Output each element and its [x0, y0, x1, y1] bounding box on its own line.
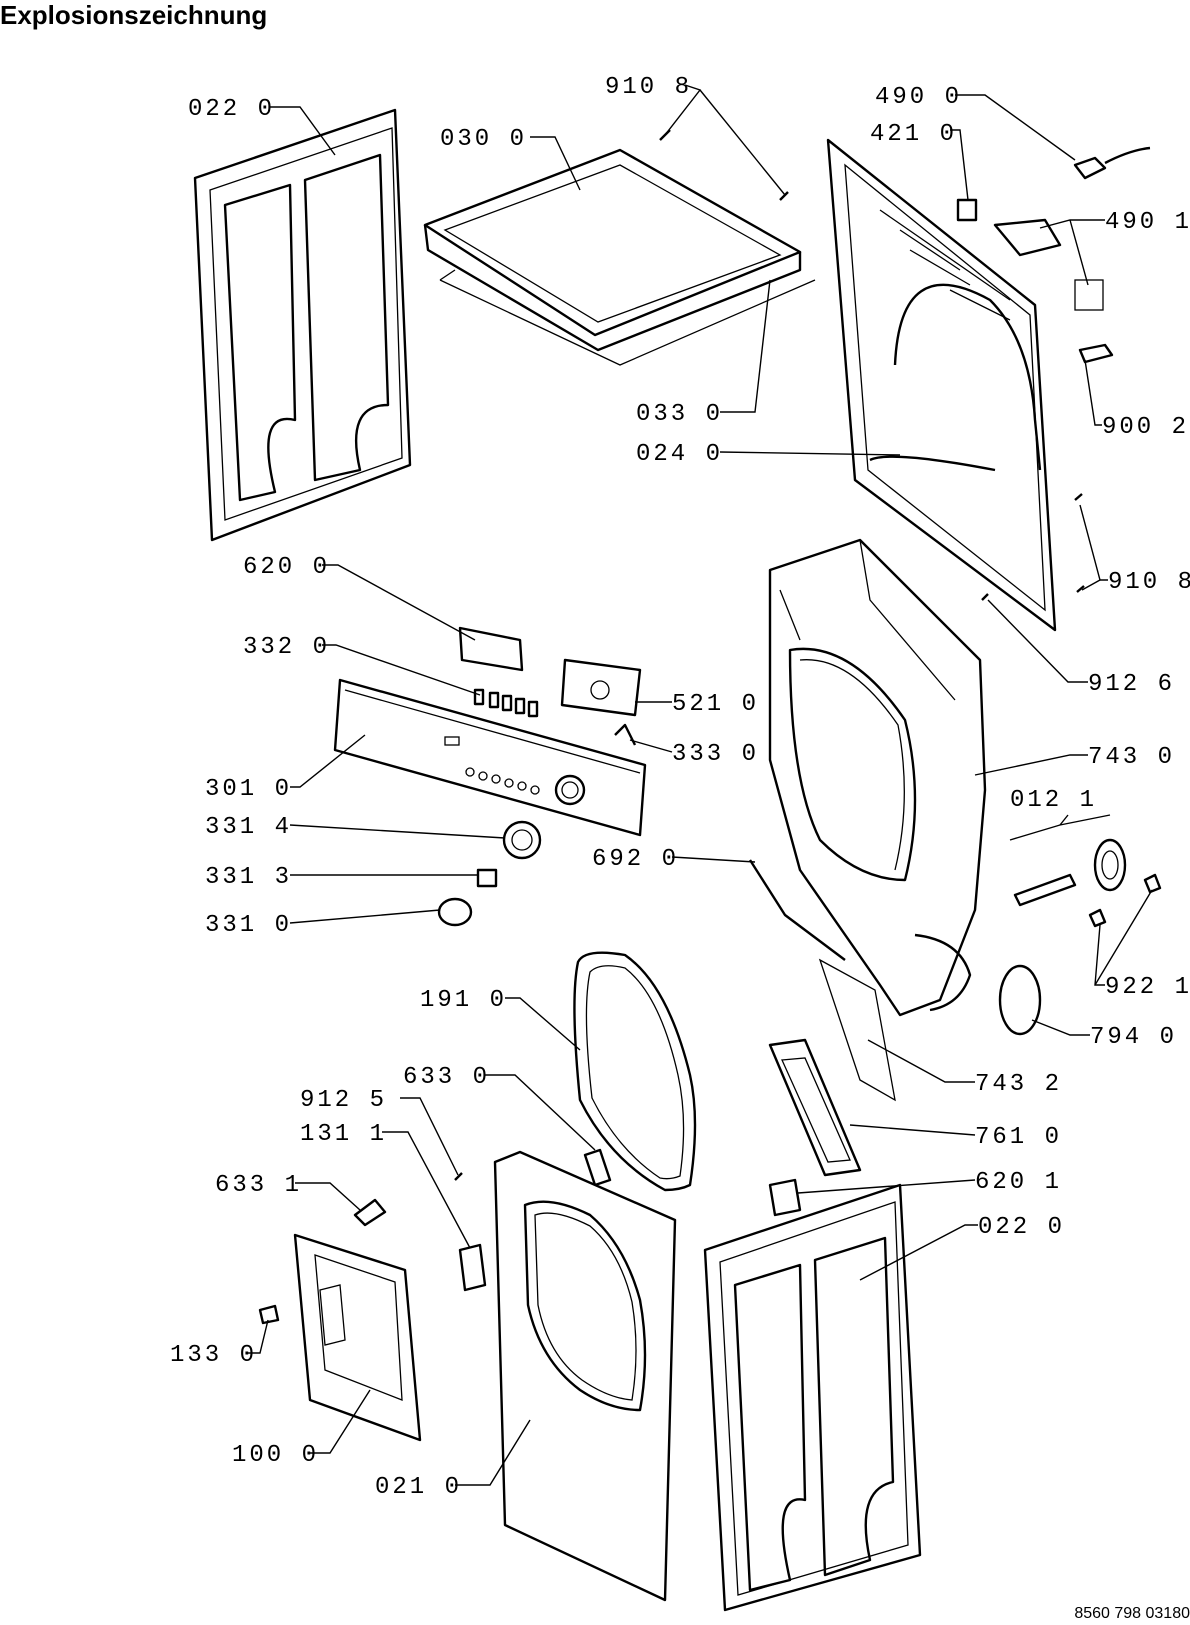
- button-spring-part: [614, 723, 637, 746]
- label-761-0: 761 0: [975, 1124, 1062, 1151]
- door-catch-part: [258, 1304, 280, 1325]
- top-cover-part: [423, 148, 816, 366]
- label-022-0-bottom: 022 0: [978, 1214, 1065, 1241]
- label-633-0: 633 0: [403, 1064, 490, 1091]
- label-900-2: 900 2: [1102, 414, 1189, 441]
- label-331-4: 331 4: [205, 814, 292, 841]
- label-191-0: 191 0: [420, 987, 507, 1014]
- label-620-0: 620 0: [243, 554, 330, 581]
- label-521-0: 521 0: [672, 691, 759, 718]
- filter-part: [956, 198, 978, 222]
- page-title: Explosionszeichnung: [0, 0, 268, 30]
- drum-housing-part: [768, 538, 987, 1017]
- insulation-sheet-part: [818, 958, 896, 1102]
- label-331-0: 331 0: [205, 912, 292, 939]
- label-912-6: 912 6: [1088, 671, 1175, 698]
- label-301-0: 301 0: [205, 776, 292, 803]
- label-part: [1074, 279, 1104, 311]
- label-490-0: 490 0: [875, 84, 962, 111]
- control-panel-part: [333, 678, 647, 837]
- axle-part: [1013, 838, 1162, 928]
- label-490-1: 490 1: [1105, 209, 1190, 236]
- screw-door-part: [454, 1172, 463, 1181]
- door-lock-part: [458, 1243, 487, 1292]
- switch-part: [768, 1178, 802, 1217]
- label-794-0: 794 0: [1090, 1024, 1177, 1051]
- document-code: 8560 798 03180: [1074, 1605, 1190, 1622]
- label-030-0: 030 0: [440, 126, 527, 153]
- label-692-0: 692 0: [592, 846, 679, 873]
- label-743-2: 743 2: [975, 1071, 1062, 1098]
- door-seal-part: [573, 951, 697, 1192]
- label-620-1: 620 1: [975, 1169, 1062, 1196]
- label-633-1: 633 1: [215, 1172, 302, 1199]
- power-cord-part: [1073, 146, 1151, 180]
- strap-part: [748, 859, 846, 961]
- screw-right-part: [981, 493, 1085, 601]
- label-922-1: 922 1: [1105, 974, 1190, 1001]
- label-024-0: 024 0: [636, 441, 723, 468]
- door-hinge-part: [583, 1148, 612, 1187]
- leader-lines: [248, 84, 1153, 1486]
- connector-part: [993, 218, 1062, 257]
- label-910-8-right: 910 8: [1108, 569, 1190, 596]
- knob-disc-part: [502, 820, 542, 860]
- rear-panel-part: [826, 138, 1057, 632]
- side-panel-right-part: [703, 1183, 922, 1612]
- label-421-0: 421 0: [870, 121, 957, 148]
- filter-drawer-part: [768, 1038, 862, 1177]
- hinge-pin-part: [353, 1198, 387, 1227]
- label-100-0: 100 0: [232, 1442, 319, 1469]
- front-panel-part: [493, 1150, 677, 1602]
- label-912-5: 912 5: [300, 1087, 387, 1114]
- label-021-0: 021 0: [375, 1474, 462, 1501]
- label-333-0: 333 0: [672, 741, 759, 768]
- door-frame-part: [293, 1233, 422, 1442]
- side-panel-left-part: [193, 108, 412, 542]
- button-set-part: [473, 688, 539, 718]
- label-133-0: 133 0: [170, 1342, 257, 1369]
- part-labels: 022 0 030 0 910 8 490 0 421 0 490 1 033 …: [170, 74, 1190, 1501]
- knob-spindle-part: [476, 868, 498, 888]
- label-033-0: 033 0: [636, 401, 723, 428]
- knob-disc-inner: [511, 829, 533, 851]
- label-131-1: 131 1: [300, 1121, 387, 1148]
- label-012-1: 012 1: [1010, 787, 1097, 814]
- led-board-part: [458, 626, 524, 672]
- label-331-3: 331 3: [205, 864, 292, 891]
- cable-clip-part: [1078, 343, 1114, 364]
- drive-belt-part: [998, 964, 1042, 1036]
- label-910-8-top: 910 8: [605, 74, 692, 101]
- label-022-0-top: 022 0: [188, 96, 275, 123]
- label-743-0: 743 0: [1088, 744, 1175, 771]
- electronic-module-part: [560, 658, 642, 717]
- label-332-0: 332 0: [243, 634, 330, 661]
- knob-part: [437, 897, 473, 927]
